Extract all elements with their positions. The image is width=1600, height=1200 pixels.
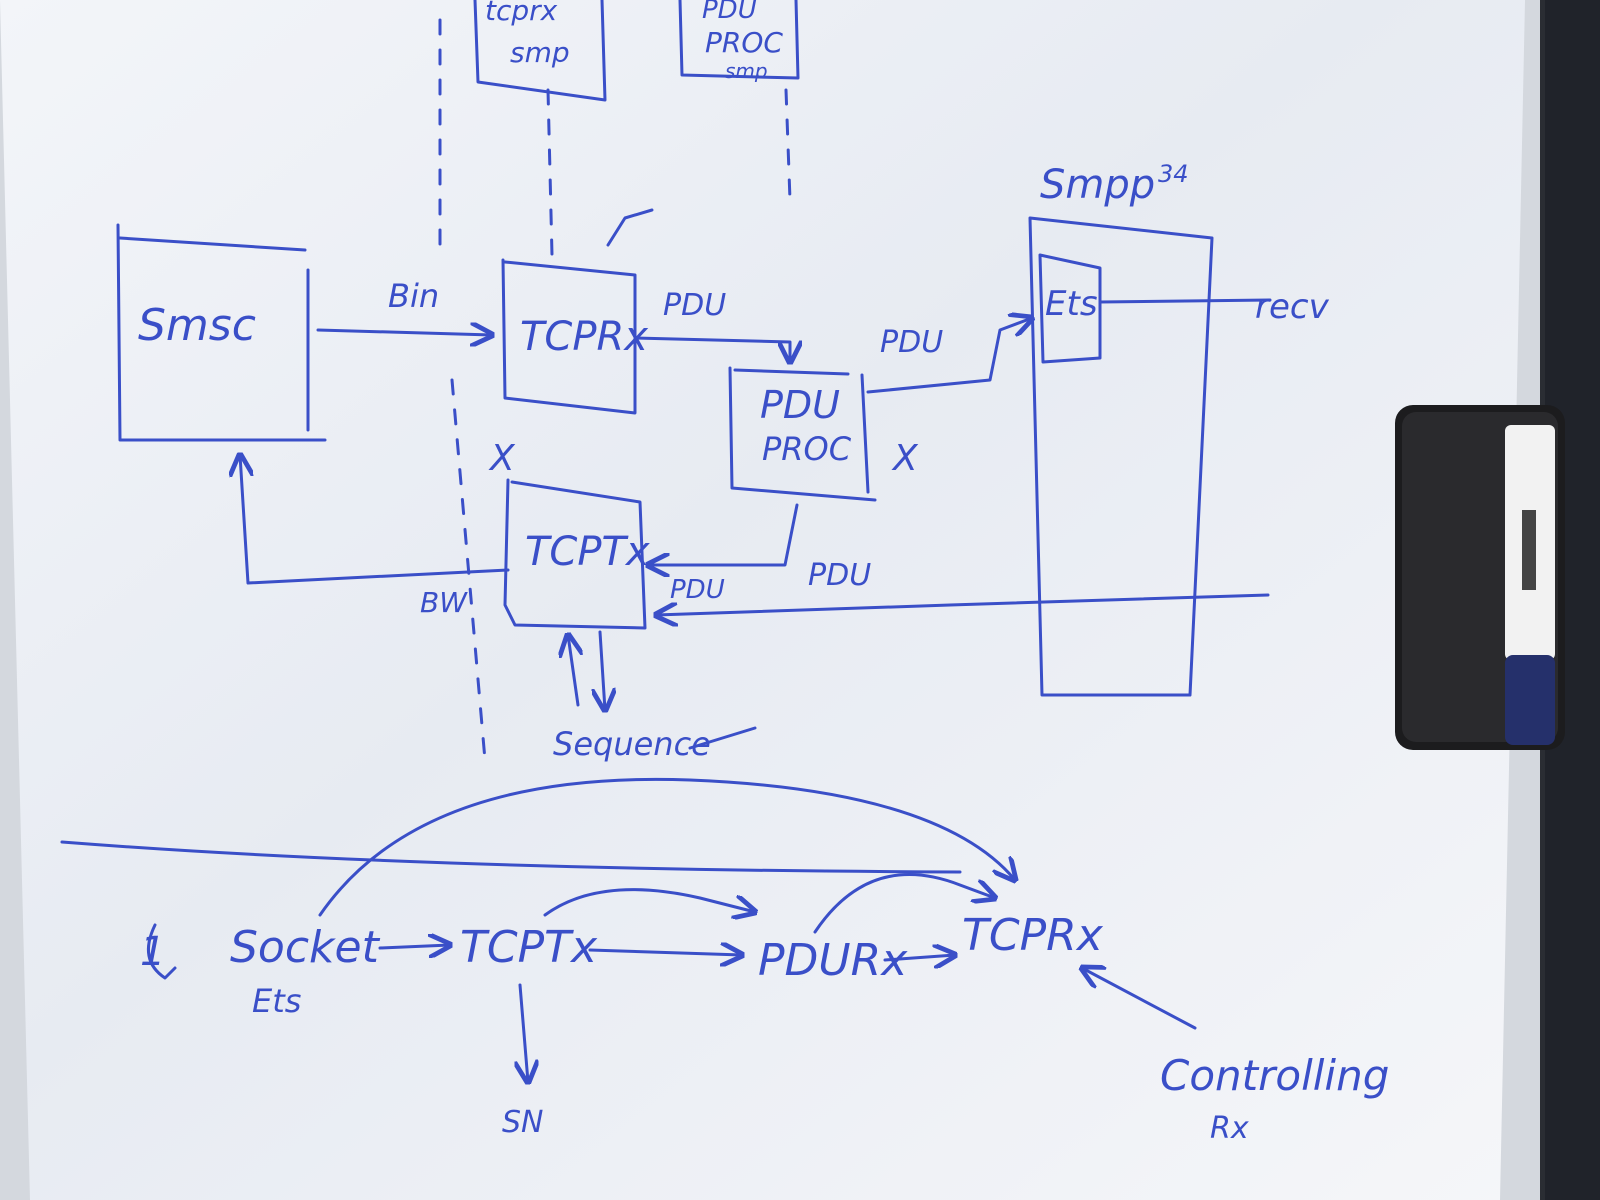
- top-box-pdu-label: PDU: [702, 0, 757, 25]
- top-box-smp-label: smp: [510, 36, 570, 69]
- board-surface: [0, 0, 1525, 1200]
- top-box-smp2-label: smp: [725, 59, 768, 83]
- tcptx-box: [503, 478, 647, 630]
- ets-box: [1038, 253, 1102, 364]
- sequence-down-arrow: [600, 630, 605, 710]
- tcptx-label: TCPTx: [525, 529, 650, 575]
- tcprx-to-pduproc-arrow: [633, 336, 790, 362]
- pdu-label-b: PDU: [880, 325, 943, 360]
- bw-label: BW: [420, 586, 468, 619]
- pdu-label-c: PDU: [670, 575, 725, 605]
- tcptx-to-pdurx-arc: [543, 888, 755, 915]
- bottom-tcptx-label: TCPTx: [460, 922, 598, 973]
- socket-ets-label: Ets: [252, 982, 301, 1020]
- smpp-superscript: 34: [1158, 160, 1189, 188]
- smpp-box: [1028, 216, 1214, 697]
- x-mark-tcptx: X: [488, 438, 516, 479]
- pdurx-to-tcprx-arrow: [883, 955, 955, 960]
- pduproc-label-2: PROC: [762, 430, 852, 468]
- smsc-label: Smsc: [138, 300, 256, 351]
- section-divider: [60, 840, 962, 874]
- tcprx-label: TCPRx: [520, 314, 648, 360]
- ets-label: Ets: [1045, 284, 1098, 324]
- marker-icon: [1505, 425, 1555, 745]
- pduproc-label-1: PDU: [760, 383, 840, 427]
- tcptx-to-sn-arrow: [520, 983, 528, 1082]
- socket-to-tcptx-arrow: [378, 945, 450, 948]
- pdurx-to-tcprx-arc: [813, 873, 995, 934]
- pdu-label-d: PDU: [808, 558, 871, 593]
- pduproc-to-tcptx-arrow: [648, 503, 799, 565]
- tcptx-to-pdurx-arrow: [588, 950, 742, 955]
- tcprx-box: [501, 258, 637, 415]
- recv-label: recv: [1255, 287, 1330, 327]
- smsc-box: [116, 223, 327, 442]
- loop-icon: [147, 923, 177, 980]
- x-mark-pduproc: X: [891, 438, 919, 479]
- smpp-to-tcptx-arrow: [656, 593, 1270, 615]
- smpp-label: Smpp: [1040, 162, 1155, 208]
- controlling-label: Controlling: [1160, 1051, 1389, 1100]
- tcptx-to-smsc-arrow: [240, 455, 510, 585]
- sequence-label: Sequence: [553, 725, 711, 763]
- bottom-pdurx-label: PDURx: [758, 935, 908, 986]
- top-box-pduproc-smp: [678, 0, 800, 80]
- controlling-to-tcprx-arrow: [1082, 968, 1197, 1030]
- pdu-label-a: PDU: [663, 288, 726, 323]
- top-box-proc-label: PROC: [705, 26, 783, 59]
- checkmark-icon: [606, 208, 654, 247]
- pduproc-to-ets-arrow: [866, 318, 1032, 394]
- bin-arrow: [316, 330, 492, 335]
- sequence-check: [688, 726, 757, 750]
- socket-label: Socket: [230, 922, 381, 973]
- pduproc-box: [728, 366, 877, 502]
- ets-to-recv-line: [1098, 298, 1272, 304]
- controlling-rx-label: Rx: [1210, 1111, 1249, 1146]
- sn-label: SN: [502, 1105, 543, 1140]
- bottom-tcprx-label: TCPRx: [962, 910, 1104, 961]
- bin-label: Bin: [388, 277, 439, 315]
- socket-to-tcprx-arc: [318, 777, 1015, 917]
- top-box-tcprx-smp: [473, 0, 607, 102]
- sequence-up-arrow: [568, 635, 578, 707]
- top-box-tcprx-label: tcprx: [485, 0, 558, 27]
